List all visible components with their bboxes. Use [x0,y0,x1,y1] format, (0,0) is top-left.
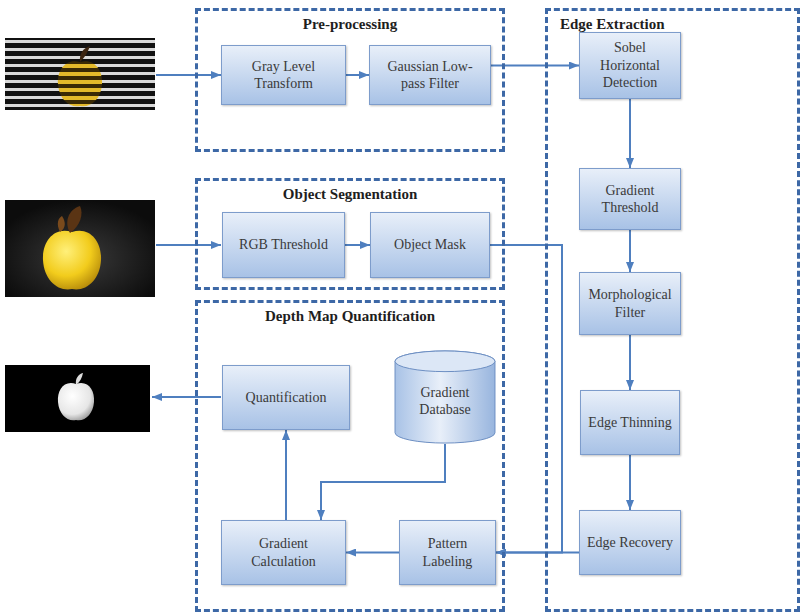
flow-arrow [346,74,369,76]
flow-arrow [629,335,631,390]
flow-arrow [629,230,631,272]
stage-group: Pre-processingGray Level Transform Gaussi… [195,8,505,152]
process-box: Gradient Threshold [579,168,681,230]
input-arrow [156,244,221,246]
process-box: Gradient Calculation [221,520,346,585]
box-label: Gaussian Low-pass Filter [376,58,484,93]
process-box: Object Mask [370,212,490,278]
apple-stem [58,216,65,232]
striped-input-image [5,38,155,110]
box-label: Gradient Database [402,384,488,419]
flow-arrow [321,444,445,520]
group-title: Pre-processing [198,16,502,33]
box-label: Gradient Calculation [228,535,339,570]
dark-background [5,200,155,297]
stage-group: Edge ExtractionSobel Horizontal Detectio… [545,8,800,612]
black-background [5,365,150,432]
group-title: Edge Extraction [560,16,665,33]
group-title: Object Segmentation [198,186,502,203]
flow-arrow [285,430,287,520]
process-box: Sobel Horizontal Detection [579,32,681,99]
process-box: Gray Level Transform [221,45,346,105]
box-label: Morphological Filter [586,286,674,321]
process-box: Edge Thinning [580,390,680,455]
white-apple [58,383,94,420]
process-box: Gaussian Low-pass Filter [369,45,491,105]
stage-group: Object SegmentationRGB Threshold Object M… [195,178,505,290]
box-label: RGB Threshold [239,236,328,254]
stripe-background [5,38,155,110]
box-label: Edge Thinning [588,414,671,432]
cylinder-top [395,351,495,372]
depth-map-output-image [5,365,150,432]
apple-leaf [80,46,90,62]
box-label: Quantification [246,389,327,407]
process-box: Quantification [222,365,350,430]
process-box: Edge Recovery [579,510,681,575]
yellow-apple [43,231,101,290]
flow-arrow [629,455,631,510]
flow-arrow [490,245,562,553]
box-label: Object Mask [394,236,466,254]
box-label: Gray Level Transform [228,58,339,93]
box-label: Pattern Labeling [406,535,489,570]
striped-apple [58,61,102,106]
output-arrow [152,396,221,398]
stage-group: Depth Map QuantificationQuantificationGr… [195,300,505,612]
box-label: Sobel Horizontal Detection [586,39,674,92]
color-input-image [5,200,155,297]
flow-arrow [629,99,631,168]
apple-leaf [67,206,81,233]
input-arrow [156,74,221,76]
cylinder-body [395,351,495,443]
group-title: Depth Map Quantification [198,308,502,325]
process-box: Morphological Filter [579,272,681,335]
process-box: RGB Threshold [222,212,345,278]
apple-stem [76,373,83,385]
database-cylinder: Gradient Database [394,350,496,444]
box-label: Edge Recovery [587,534,673,552]
flow-arrow [346,552,399,554]
process-box: Pattern Labeling [399,520,496,585]
box-label: Gradient Threshold [586,182,674,217]
flow-arrow [345,244,370,246]
